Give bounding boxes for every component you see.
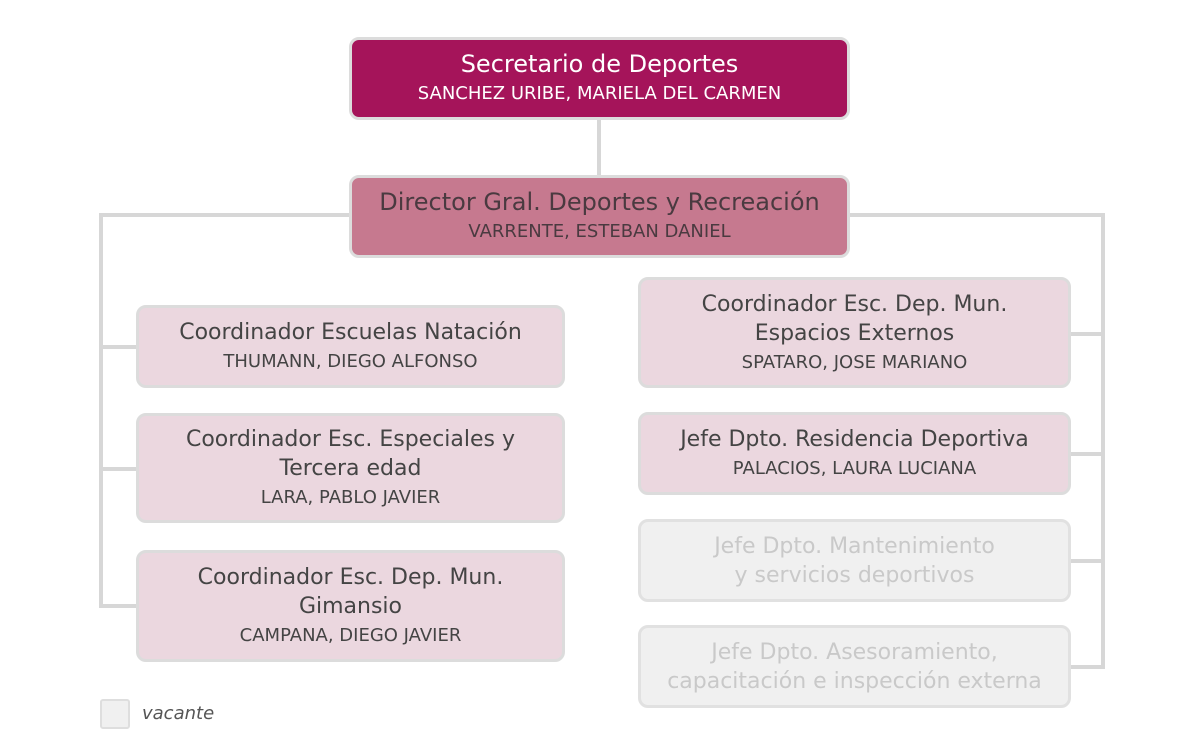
node-director: Director Gral. Deportes y Recreación VAR…: [349, 175, 850, 258]
node-title-line: Secretario de Deportes: [460, 50, 739, 78]
node-title: Jefe Dpto. Mantenimiento y servicios depo…: [714, 532, 995, 590]
connector-to-gimnasio: [99, 604, 139, 608]
node-title-line: Tercera edad: [279, 456, 422, 481]
connector-left-horizontal: [99, 213, 353, 217]
connector-right-horizontal: [849, 213, 1105, 217]
node-secretario: Secretario de Deportes SANCHEZ URIBE, MA…: [349, 37, 850, 120]
connector-to-residencia: [1068, 452, 1105, 456]
node-residencia: Jefe Dpto. Residencia Deportiva PALACIOS…: [638, 412, 1071, 495]
node-gimnasio: Coordinador Esc. Dep. Mun. Gimansio CAMPA…: [136, 550, 565, 662]
node-title-line: Jefe Dpto. Asesoramiento,: [711, 639, 998, 665]
node-title: Coordinador Esc. Dep. Mun. Espacios Exter…: [702, 290, 1008, 348]
node-name: VARRENTE, ESTEBAN DANIEL: [468, 221, 731, 242]
node-title-line: Jefe Dpto. Mantenimiento: [714, 533, 995, 559]
node-name: SPATARO, JOSE MARIANO: [741, 351, 968, 373]
node-natacion: Coordinador Escuelas Natación THUMANN, D…: [136, 305, 565, 388]
node-name: PALACIOS, LAURA LUCIANA: [732, 458, 977, 479]
node-title: Director Gral. Deportes y Recreación: [379, 188, 819, 217]
connector-to-especiales: [99, 467, 139, 471]
connector-left-vertical: [99, 213, 103, 608]
node-title-line: Coordinador Esc. Dep. Mun.: [701, 291, 1008, 317]
node-title-line: Espacios Externos: [754, 320, 955, 346]
connector-to-natacion: [99, 345, 139, 349]
node-title-line: Jefe Dpto. Residencia Deportiva: [680, 427, 1029, 452]
node-title: Coordinador Esc. Especiales y Tercera eda…: [186, 425, 515, 483]
node-title-line: Coordinador Escuelas Natación: [179, 320, 522, 345]
node-name: CAMPANA, DIEGO JAVIER: [239, 625, 462, 646]
node-title-line: Coordinador Esc. Especiales y: [185, 427, 516, 452]
node-name: THUMANN, DIEGO ALFONSO: [223, 351, 478, 372]
connector-secretario-director: [597, 118, 601, 178]
node-title: Coordinador Esc. Dep. Mun. Gimansio: [198, 563, 504, 621]
node-title: Coordinador Escuelas Natación: [179, 318, 522, 347]
node-title: Secretario de Deportes: [461, 50, 739, 79]
node-name: LARA, PABLO JAVIER: [260, 487, 441, 508]
node-mantenimiento: Jefe Dpto. Mantenimiento y servicios depo…: [638, 519, 1071, 602]
node-title-line: capacitación e inspección externa: [667, 668, 1042, 694]
node-title: Jefe Dpto. Asesoramiento, capacitación e …: [667, 638, 1042, 696]
node-especiales: Coordinador Esc. Especiales y Tercera eda…: [136, 413, 565, 523]
node-title-line: Director Gral. Deportes y Recreación: [379, 188, 820, 216]
node-title-line: y servicios deportivos: [734, 562, 975, 588]
node-name: SANCHEZ URIBE, MARIELA DEL CARMEN: [417, 83, 782, 104]
connector-right-vertical: [1101, 213, 1105, 669]
connector-to-externos: [1068, 332, 1105, 336]
connector-to-mantenimiento: [1068, 559, 1105, 563]
legend-vacant-label: vacante: [142, 703, 215, 724]
node-title-line: Coordinador Esc. Dep. Mun.: [197, 565, 504, 590]
legend-vacant-swatch: [100, 699, 130, 729]
node-title-line: Gimansio: [298, 594, 403, 619]
node-title: Jefe Dpto. Residencia Deportiva: [680, 425, 1029, 454]
node-externos: Coordinador Esc. Dep. Mun. Espacios Exter…: [638, 277, 1071, 388]
node-asesoramiento: Jefe Dpto. Asesoramiento, capacitación e …: [638, 625, 1071, 708]
connector-to-asesoramiento: [1068, 665, 1105, 669]
